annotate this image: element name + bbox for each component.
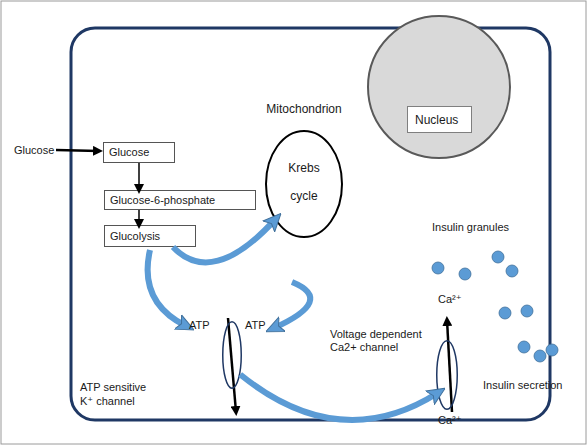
potassium-channel-outline bbox=[222, 321, 242, 389]
process-box: Glucose bbox=[103, 142, 175, 163]
substrate-label: Glucose bbox=[14, 144, 54, 156]
box-text: Glucose bbox=[109, 146, 149, 158]
atp-arrow bbox=[274, 282, 310, 328]
nucleus: Nucleus bbox=[367, 15, 511, 159]
glucose-uptake-arrow bbox=[56, 150, 99, 151]
process-box: Glucolysis bbox=[104, 225, 196, 247]
mitochondrion-shape bbox=[266, 131, 342, 237]
atp-arrow bbox=[148, 250, 186, 326]
organelle-heading: Mitochondrion bbox=[245, 102, 363, 116]
ion-label: Ca²⁺ bbox=[438, 293, 462, 306]
structure-label: Insulin granules bbox=[432, 221, 509, 233]
molecule-label: ATP bbox=[189, 319, 210, 331]
flow-arrow bbox=[138, 163, 140, 190]
potassium-channel-shape bbox=[223, 322, 242, 389]
channel-label: Voltage dependent Ca2+ channel bbox=[330, 328, 434, 354]
pathway-name: Krebs cycle bbox=[282, 154, 326, 210]
calcium-channel-outline bbox=[436, 340, 458, 410]
flow-arrow bbox=[173, 220, 275, 263]
flow-arrow bbox=[138, 210, 140, 225]
nucleus-shape bbox=[368, 16, 510, 158]
organelle-name: Nucleus bbox=[407, 106, 472, 133]
ion-label: Ca²⁺ bbox=[438, 414, 462, 427]
process-label: Insulin secretion bbox=[483, 379, 563, 391]
box-text: Glucolysis bbox=[110, 230, 160, 242]
potassium-efflux-arrow bbox=[228, 318, 236, 412]
calcium-influx-arrow bbox=[447, 320, 452, 412]
calcium-channel-shape bbox=[437, 341, 458, 410]
box-text: Glucose-6-phosphate bbox=[110, 194, 215, 206]
channel-label: ATP sensitive K⁺ channel bbox=[80, 380, 162, 408]
molecule-label: ATP bbox=[245, 319, 266, 331]
potassium-channel: ATP sensitive K⁺ channel bbox=[222, 321, 242, 389]
nucleus-outline bbox=[367, 15, 511, 159]
insulin-granules bbox=[432, 251, 558, 362]
calcium-channel: Voltage dependent Ca2+ channel bbox=[436, 340, 458, 410]
flow-arrow bbox=[240, 375, 437, 420]
process-box: Glucose-6-phosphate bbox=[104, 190, 256, 210]
